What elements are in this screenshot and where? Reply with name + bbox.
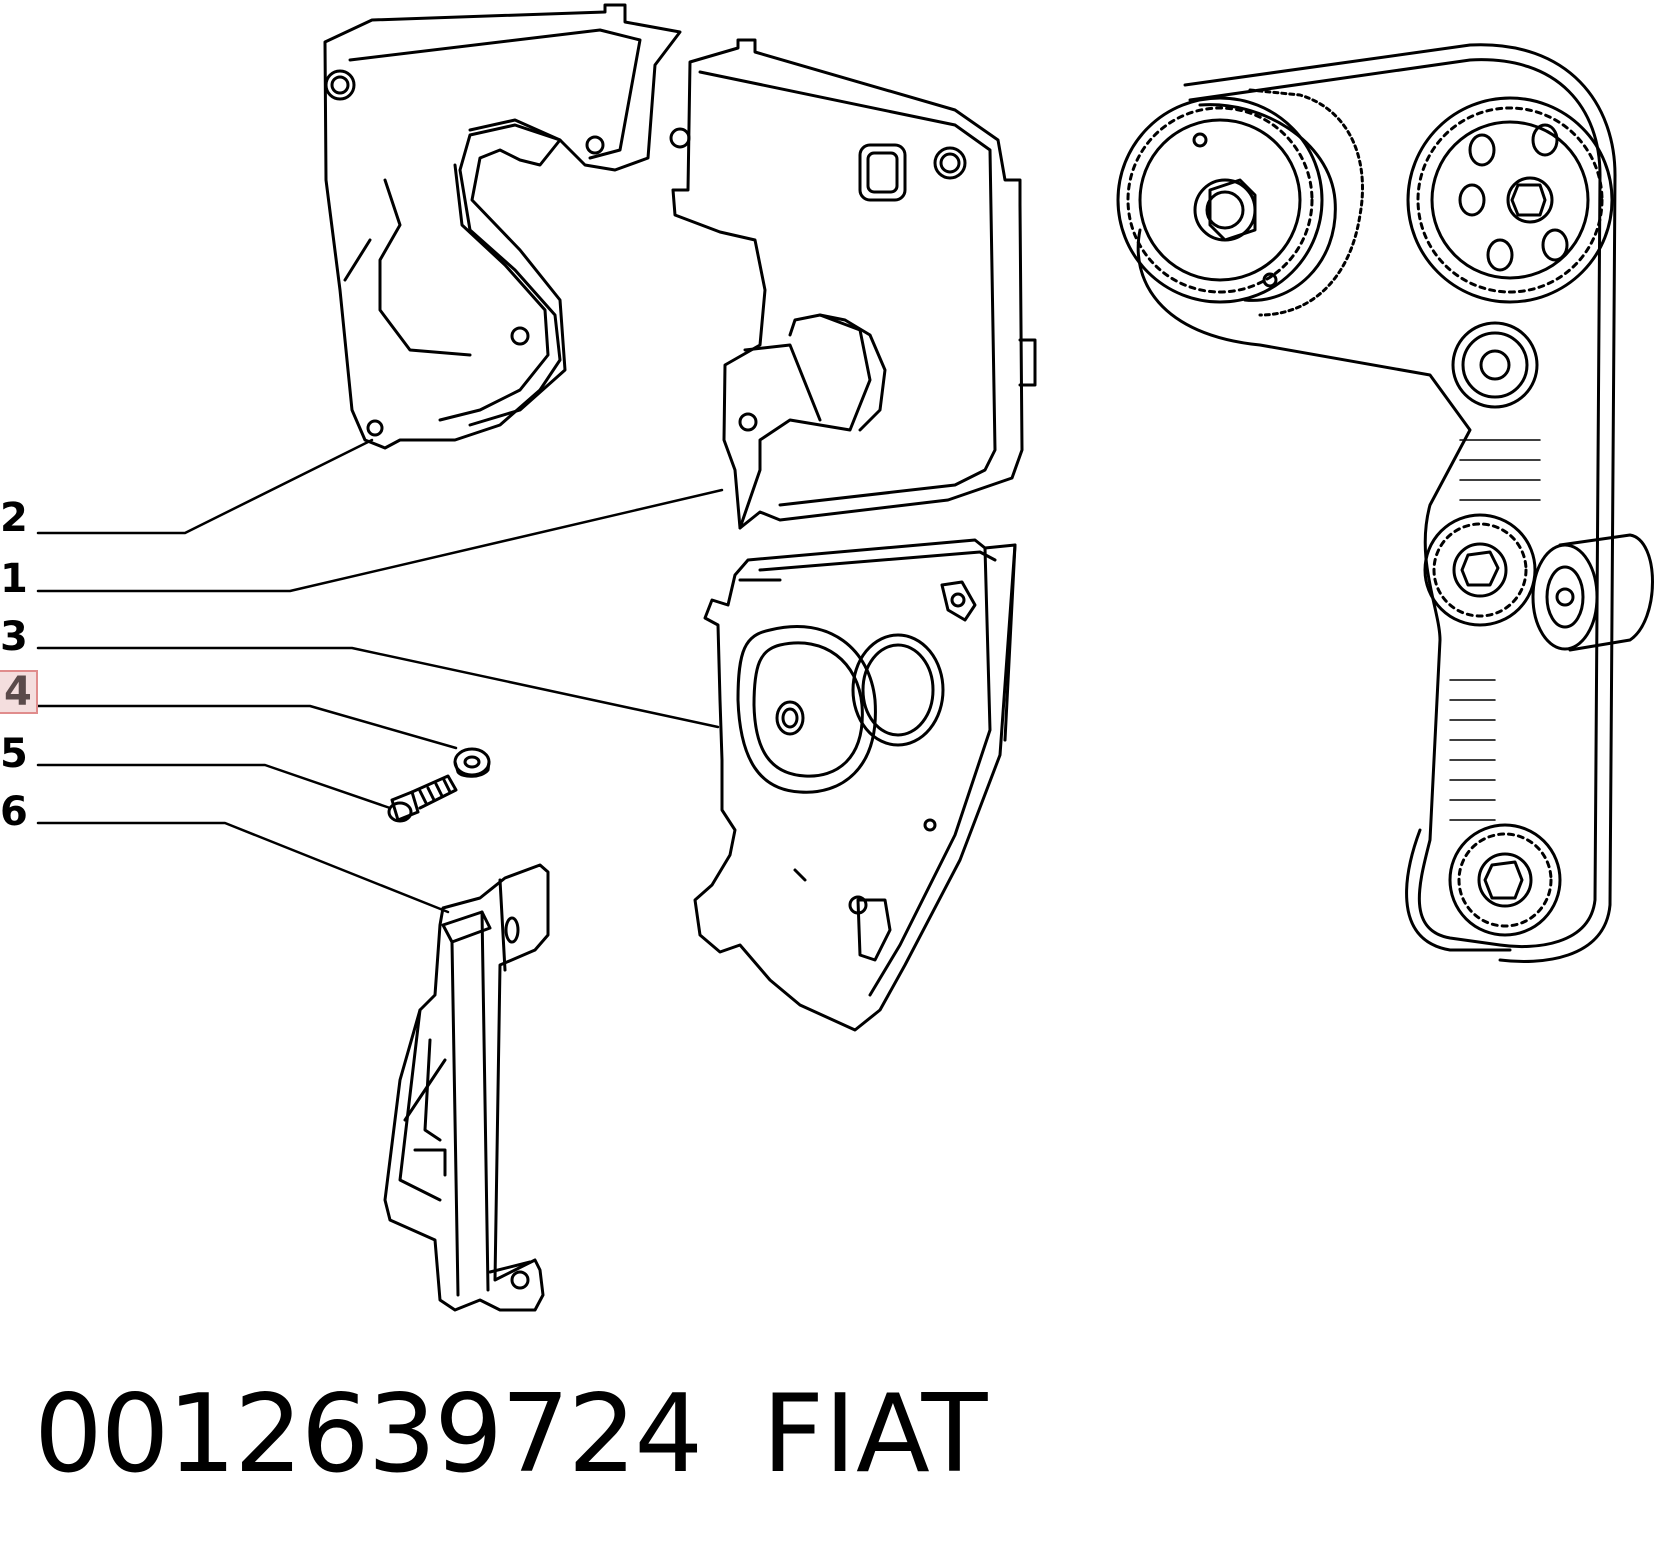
tensioner-gear [1423,513,1537,627]
camshaft-gear-left [1116,96,1324,304]
part-number: 0012639724 [34,1372,703,1497]
part-4-washer [453,747,491,778]
footer: 0012639724 FIAT [34,1370,1634,1500]
leader-line-5 [36,763,392,810]
leader-line-1 [36,488,724,593]
leader-line-6 [36,821,450,914]
leader-line-3 [36,646,720,729]
callout-3[interactable]: 3 [0,614,28,660]
crankshaft-gear [1448,823,1562,937]
camshaft-gear-right [1406,96,1614,304]
callout-5[interactable]: 5 [0,731,28,777]
leader-lines [36,438,724,914]
callout-6[interactable]: 6 [0,789,28,835]
leader-line-4 [36,704,458,750]
part-6-bracket [383,863,550,1312]
timing-belt-assembly [1116,43,1654,963]
callout-1[interactable]: 1 [0,556,28,602]
part-5-bolt [387,774,458,823]
idler-roller [1451,321,1539,409]
part-3-lower-timing-cover [693,538,1017,1032]
part-1-main-timing-cover [669,38,1037,530]
callout-4-highlighted[interactable]: 4 [0,670,38,714]
part-2-upper-timing-cover [323,3,682,450]
callout-2[interactable]: 2 [0,495,28,541]
brand-name: FIAT [762,1372,988,1497]
leader-line-2 [36,438,374,535]
